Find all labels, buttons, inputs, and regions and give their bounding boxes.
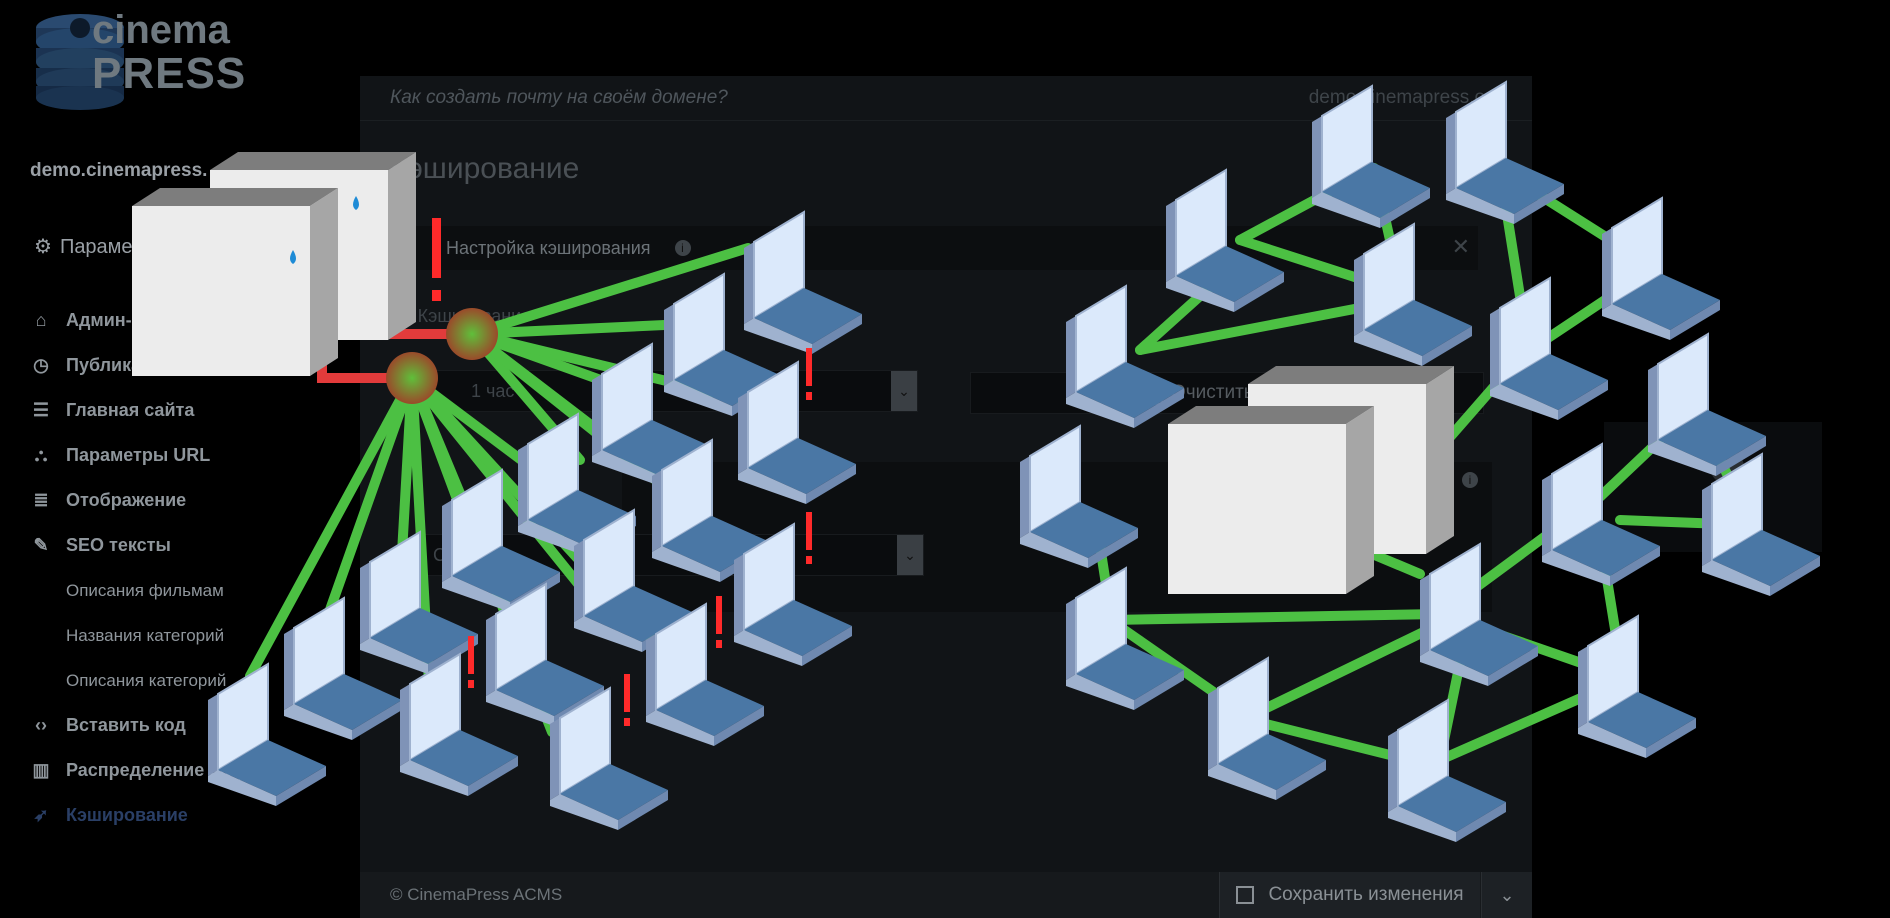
list-icon: ≣ — [33, 490, 49, 510]
sidebar-item-admin[interactable]: ⌂ Админ- — [30, 298, 350, 343]
chevron-down-icon[interactable]: ⌄ — [891, 371, 917, 411]
close-icon[interactable]: ✕ — [1451, 234, 1470, 259]
clear-cache-label: Очистить — [1171, 382, 1254, 403]
sidebar-item-url-params[interactable]: ⛬ Параметры URL — [30, 433, 350, 478]
site-name[interactable]: demo.cinemapress. — [30, 160, 208, 181]
server-icon — [1168, 406, 1374, 594]
bars-icon: ☰ — [32, 400, 50, 420]
sidebar-item-label: Админ- — [66, 310, 132, 330]
info-icon[interactable]: i — [1462, 472, 1478, 488]
footer: © CinemaPress ACMS Сохранить изменения ⌄ — [360, 872, 1532, 918]
laptop-icon — [1207, 657, 1327, 801]
chevron-down-icon[interactable]: ⌄ — [897, 535, 923, 575]
brand-line1: cinema — [92, 8, 230, 52]
parameters-label: Парамет — [59, 236, 142, 258]
pencil-icon: ✎ — [33, 535, 49, 555]
sidebar-subitem-category-titles[interactable]: Названия категорий — [66, 625, 225, 645]
laptop-icon — [743, 211, 863, 355]
chart-icon: ▥ — [32, 760, 50, 780]
laptop-icon — [1065, 285, 1185, 429]
laptop-icon — [1701, 453, 1821, 597]
sidebar-item-label: SEO тексты — [66, 535, 171, 555]
laptop-icon — [1311, 85, 1431, 229]
floppy-icon — [1236, 886, 1255, 904]
server-icon — [132, 188, 338, 376]
sidebar-subitem-movie-descriptions[interactable]: Описания фильмам — [66, 580, 224, 600]
gears-icon: ⚙ — [34, 236, 52, 258]
sidebar-item-homepage[interactable]: ☰ Главная сайта — [30, 388, 350, 433]
chevron-down-icon: ⌄ — [1499, 885, 1515, 905]
copyright: © CinemaPress ACMS — [390, 885, 563, 904]
switch-hub-icon — [386, 352, 438, 404]
save-button[interactable]: Сохранить изменения — [1219, 872, 1480, 918]
laptop-icon — [1065, 567, 1185, 711]
sidebar-item-seo[interactable]: ✎ SEO тексты — [30, 523, 350, 568]
code-icon: ‹› — [35, 715, 47, 735]
logo-icon — [36, 14, 124, 110]
sidebar-item-label: Вставить код — [66, 715, 186, 735]
laptop-icon — [1647, 333, 1767, 477]
clock-icon: ◷ — [33, 355, 49, 375]
sidebar-item-insert-code[interactable]: ‹› Вставить код — [30, 703, 350, 748]
parameters-menu[interactable]: ⚙ Парамет — [26, 234, 141, 259]
brand-line2: PRESS — [92, 49, 247, 98]
drop-icon — [353, 196, 359, 210]
laptop-icon — [1489, 277, 1609, 421]
save-button-label: Сохранить изменения — [1268, 884, 1464, 905]
sidebar-item-label: Главная сайта — [66, 400, 195, 420]
tab-cache-settings[interactable]: Настройка кэширования — [446, 237, 651, 258]
laptop-icon — [1419, 543, 1539, 687]
laptop-icon — [1019, 425, 1139, 569]
drop-icon — [290, 250, 296, 264]
sidebar-item-caching[interactable]: ➶ Кэширование — [30, 793, 350, 838]
sidebar-item-display[interactable]: ≣ Отображение — [30, 478, 350, 523]
rocket-icon: ➶ — [33, 805, 49, 825]
sidebar-item-label: Кэширование — [66, 805, 188, 825]
info-icon[interactable]: i — [674, 240, 691, 256]
laptop-icon — [1577, 615, 1697, 759]
laptop-icon — [1165, 169, 1285, 313]
sidebar-item-label: Параметры URL — [66, 445, 211, 465]
laptop-icon — [1541, 443, 1661, 587]
save-options-dropdown[interactable]: ⌄ — [1481, 872, 1532, 918]
top-bar: Как создать почту на своём домене? demo.… — [360, 76, 1532, 121]
alert-marks — [432, 218, 812, 726]
help-link[interactable]: Как создать почту на своём домене? — [390, 87, 728, 108]
laptop-icon — [1601, 197, 1721, 341]
laptop-icon — [1445, 81, 1565, 225]
home-icon: ⌂ — [35, 310, 47, 330]
sidebar-subitem-category-descriptions[interactable]: Описания категорий — [66, 670, 227, 690]
laptop-icon — [1387, 699, 1507, 843]
laptop-icon — [1353, 223, 1473, 367]
sidebar-item-label: Отображение — [66, 490, 187, 510]
brand-logo-text: cinema PRESS — [92, 8, 246, 96]
page-title: Кэширование — [390, 152, 580, 185]
cache-time-value: 1 час — [471, 381, 515, 401]
switch-hub-icon — [446, 308, 498, 360]
sitemap-icon: ⛬ — [34, 445, 48, 465]
